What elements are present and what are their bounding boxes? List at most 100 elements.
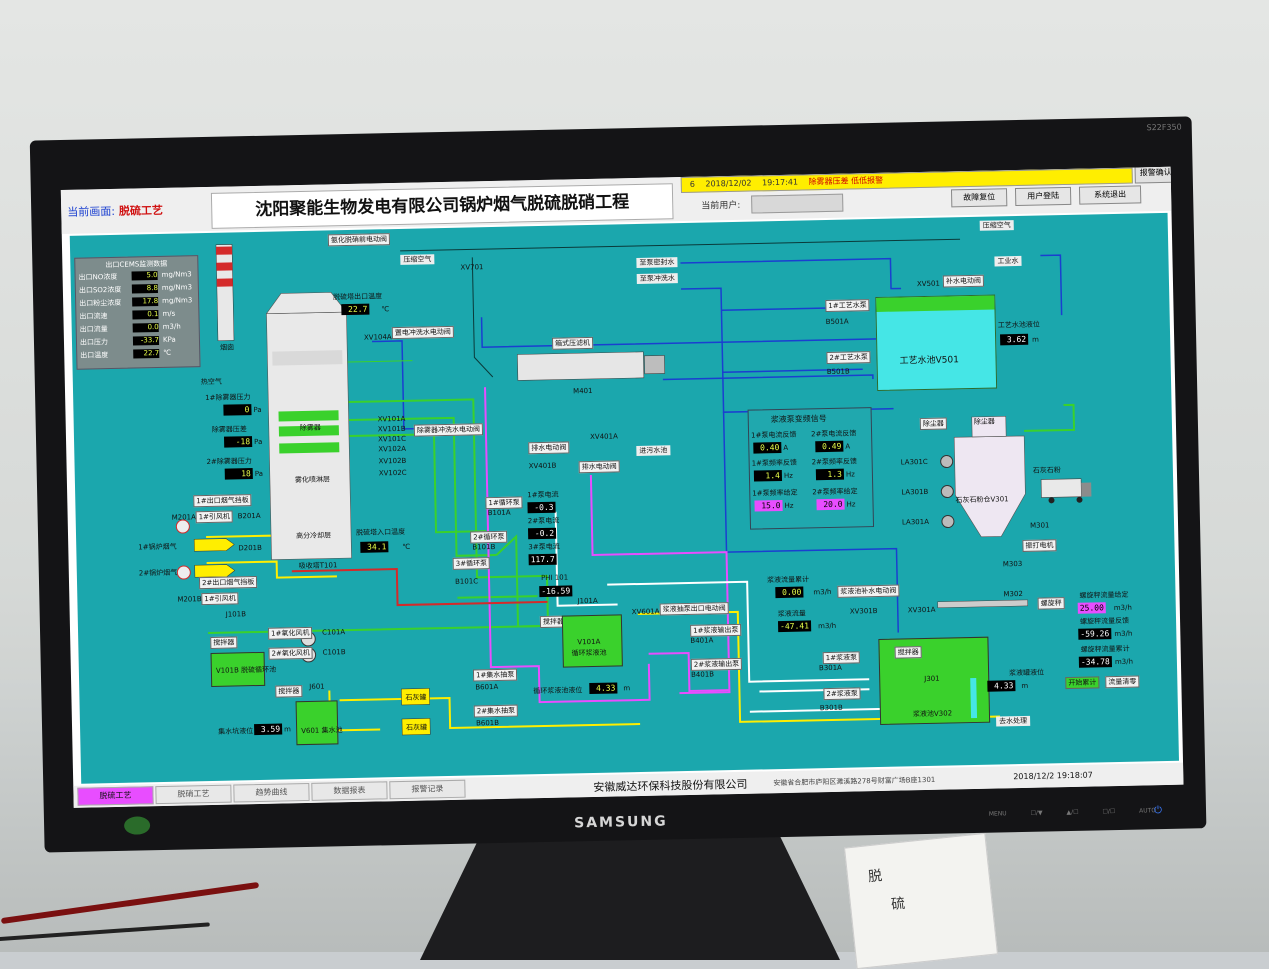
- tab-alarm-log[interactable]: 报警记录: [389, 779, 466, 800]
- alarm-ack-button[interactable]: 报警确认: [1134, 166, 1177, 184]
- circ-tank-level-label: 循环浆液池液位: [533, 686, 583, 696]
- user-login-button[interactable]: 用户登陆: [1014, 186, 1072, 207]
- screw-scale-tag[interactable]: 螺旋秤: [1037, 597, 1065, 610]
- system-exit-button[interactable]: 系统退出: [1078, 185, 1142, 205]
- cems-label: 出口流量: [79, 325, 108, 334]
- valve-xv102a[interactable]: XV102A: [378, 444, 407, 454]
- vfd-s1[interactable]: 15.0: [754, 499, 783, 512]
- fault-reset-button[interactable]: 故障复位: [950, 188, 1008, 208]
- oxidation-fan-2[interactable]: 2#氧化风机: [268, 646, 313, 660]
- vfd-f1: 1.4: [753, 469, 783, 482]
- screw-set-value[interactable]: 25.00: [1077, 602, 1106, 614]
- vfd-i1: 0.40: [753, 441, 782, 454]
- monitor-brand: SAMSUNG: [574, 813, 668, 832]
- cems-label: 出口NO浓度: [78, 272, 118, 282]
- tank-v101a: V101A 循环浆液池: [561, 614, 623, 668]
- cems-title: 出口CEMS监测数据: [105, 259, 168, 270]
- process-water-tank: 工艺水池V501: [875, 294, 998, 391]
- circulation-pump-3[interactable]: 3#循环泵: [452, 557, 491, 570]
- monitor-btn-down[interactable]: ☐/▼: [1030, 809, 1043, 817]
- screw-total-label: 螺旋秤流量累计: [1080, 644, 1130, 654]
- slurry-output-pump-1[interactable]: 1#浆液输出泵: [690, 623, 742, 637]
- valve-xv101a[interactable]: XV101A: [377, 414, 406, 424]
- collect-pump-2[interactable]: 2#集水抽泵: [473, 704, 519, 718]
- cems-unit: m3/h: [162, 322, 181, 331]
- slurry-outlet-valve[interactable]: 浆液抽泵出口电动阀: [659, 602, 729, 616]
- c101a-label: C101A: [322, 628, 346, 637]
- tab-report[interactable]: 数据报表: [311, 781, 388, 801]
- xv601a-label: XV601A: [631, 607, 660, 617]
- circulation-pump-1[interactable]: 1#循环泵: [485, 496, 523, 510]
- inlet-temp-label: 脱硫塔入口温度: [355, 527, 406, 537]
- monitor-buttons[interactable]: MENU ☐/▼ ▲/☐ ☐/☐ AUTO: [967, 807, 1156, 818]
- valve-xv101c[interactable]: XV101C: [378, 434, 407, 444]
- slurry-output-pump-2[interactable]: 2#浆液输出泵: [690, 657, 743, 671]
- cems-label: 出口流速: [79, 312, 108, 321]
- valve-xv102c[interactable]: XV102C: [378, 468, 407, 478]
- cems-label: 出口温度: [80, 351, 109, 360]
- collect-pump-1[interactable]: 1#集水抽泵: [472, 668, 518, 682]
- dust-collector-tag[interactable]: 除尘器: [919, 417, 948, 431]
- drain-valve-a[interactable]: 排水电动阀: [528, 441, 570, 455]
- slurry-flow-total-label: 浆液流量累计: [767, 575, 810, 585]
- monitor-btn-up[interactable]: ▲/☐: [1066, 808, 1079, 817]
- tab-desulfurization[interactable]: 脱硫工艺: [77, 786, 154, 806]
- mixer-v101b[interactable]: 搅拌器: [210, 636, 238, 649]
- flow-clear-button[interactable]: 流量清零: [1105, 675, 1140, 689]
- outlet-damper-1[interactable]: 1#出口烟气挡板: [193, 494, 252, 508]
- demister-wash-valve-tag[interactable]: 置电冲洗水电动阀: [391, 325, 454, 340]
- xv104a-label: XV104A: [363, 333, 392, 342]
- start-accumulate-button[interactable]: 开始累计: [1065, 676, 1100, 690]
- slurry-tank-level-value: 4.33: [987, 680, 1016, 692]
- outlet-temp-unit: ℃: [381, 305, 390, 314]
- current-page-value: 脱硫工艺: [118, 203, 164, 218]
- cems-value: 22.7: [133, 348, 160, 359]
- cems-panel: 出口CEMS监测数据 出口NO浓度 5.0 mg/Nm3 出口SO2浓度 8.8…: [74, 255, 201, 370]
- cems-unit: ℃: [163, 348, 172, 357]
- mixer-v601[interactable]: 搅拌器: [275, 685, 303, 698]
- valve-xv102b[interactable]: XV102B: [378, 456, 407, 466]
- slurry-flow-total-value: 0.00: [775, 586, 804, 599]
- induced-fan-2[interactable]: 1#引风机: [201, 592, 239, 606]
- la301b-label: LA301B: [901, 487, 929, 497]
- monitor-btn-source[interactable]: ☐/☐: [1102, 808, 1116, 816]
- ph-value: -16.59: [539, 585, 573, 598]
- vfd-s2[interactable]: 20.0: [816, 498, 845, 511]
- process-water-level-unit: m: [1032, 335, 1040, 344]
- tab-denitration[interactable]: 脱硝工艺: [155, 784, 232, 805]
- pump2-current-label: 2#泵电流: [527, 516, 560, 526]
- pump1-current-value: -0.3: [527, 501, 556, 514]
- clock: 2018/12/2 19:18:07: [1013, 770, 1093, 782]
- makeup-water-valve[interactable]: 补水电动阀: [942, 274, 985, 288]
- process-water-level-value: 3.62: [1000, 333, 1029, 346]
- outlet-damper-2[interactable]: 2#出口烟气挡板: [198, 575, 258, 590]
- filter-press-tag[interactable]: 箱式压滤机: [551, 336, 594, 350]
- power-icon[interactable]: ⏻: [1153, 805, 1163, 817]
- process-water-pump-1[interactable]: 1#工艺水泵: [825, 299, 870, 313]
- drain-valve-b[interactable]: 排水电动阀: [578, 460, 620, 474]
- ammonia-valve-tag[interactable]: 氨化脱硝前电动阀: [327, 233, 391, 247]
- pump3-current-value: 117.7: [528, 553, 557, 566]
- cems-label: 出口压力: [79, 338, 109, 347]
- pump1-current-label: 1#泵电流: [527, 490, 559, 500]
- slurry-makeup-valve[interactable]: 浆液池补水电动阀: [837, 584, 900, 598]
- circulation-pump-2[interactable]: 2#循环泵: [470, 530, 508, 544]
- monitor-btn-menu[interactable]: MENU: [988, 810, 1007, 818]
- outlet-temp-label: 脱硫塔出口温度: [333, 292, 383, 302]
- mixer-v302[interactable]: 搅拌器: [894, 646, 922, 659]
- tab-trend[interactable]: 趋势曲线: [233, 782, 310, 803]
- filter-press-id: M401: [573, 386, 593, 396]
- demister-dp-label: 除雾器压差: [211, 425, 247, 434]
- process-water-pump-2[interactable]: 2#工艺水泵: [826, 351, 871, 365]
- collect-level-label: 集水坑液位: [218, 727, 254, 736]
- induced-fan-1[interactable]: 1#引风机: [195, 510, 234, 524]
- slurry-pump-1[interactable]: 1#浆液泵: [822, 651, 861, 665]
- current-user-label: 当前用户:: [701, 200, 741, 212]
- circ-tank-level-value: 4.33: [589, 682, 618, 695]
- demister-wash-electric-valve[interactable]: 除雾器冲洗水电动阀: [413, 423, 484, 437]
- vibrator-motor[interactable]: 振打电机: [1022, 539, 1057, 552]
- valve-xv101b[interactable]: XV101B: [377, 424, 406, 434]
- dust-collector-label: 除尘器: [973, 417, 995, 426]
- oxidation-fan-1[interactable]: 1#氧化风机: [268, 626, 313, 640]
- slurry-pump-2[interactable]: 2#浆液泵: [823, 687, 861, 701]
